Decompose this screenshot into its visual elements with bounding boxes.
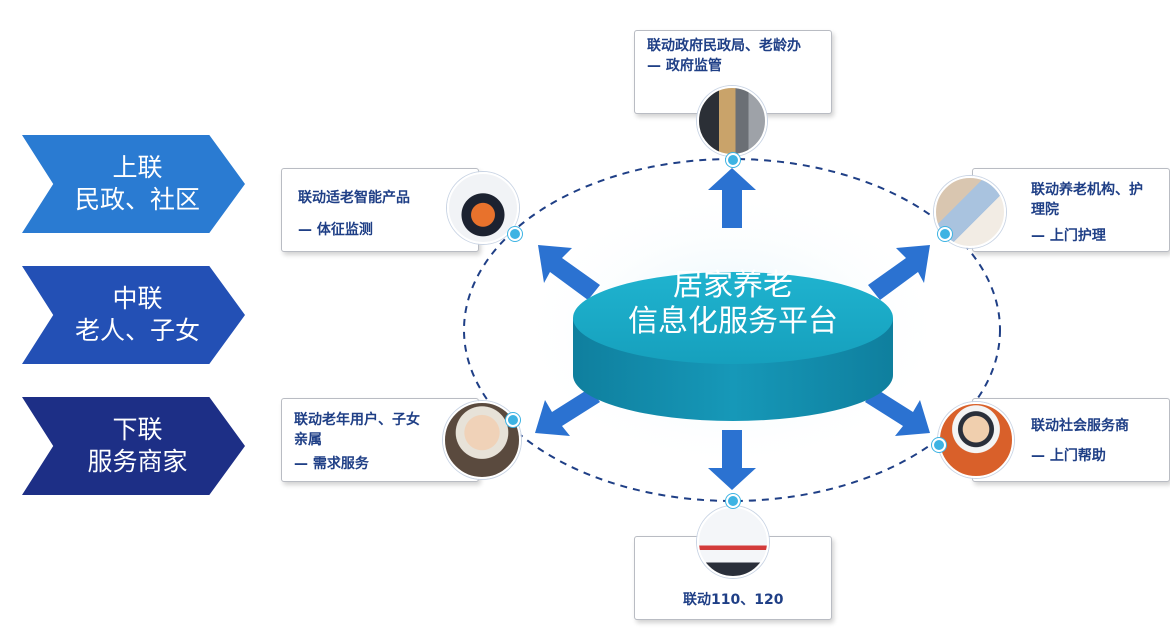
arrow-up [708,168,756,228]
card-government-line2: — 政府监管 [647,58,722,74]
card-emergency-line1: 联动110、120 [683,592,784,608]
arrow-down [708,430,756,490]
chevron-lower-line2: 服务商家 [87,447,188,476]
card-smart-products-line1: 联动适老智能产品 [298,190,410,206]
card-elderly-line2: 亲属 [294,432,322,448]
platform-title: 居家养老 信息化服务平台 [573,268,893,340]
chevron-middle-line1: 中联 [112,284,163,313]
arrow-lower-right [865,388,930,436]
chevron-upper-line1: 上联 [112,153,163,182]
card-care-institutions: 联动养老机构、护 理院 — 上门护理 [972,168,1170,252]
card-social-line2: — 上门帮助 [1031,448,1106,464]
card-care-line3: — 上门护理 [1031,228,1106,244]
connector-dot-upper-left [508,227,522,241]
connector-dot-bottom [726,494,740,508]
platform-cylinder [573,272,893,421]
card-care-line2: 理院 [1031,202,1059,218]
card-smart-products-line2: — 体征监测 [298,222,373,238]
arrow-upper-left [538,245,600,300]
ambulance-photo [697,506,769,578]
connector-dot-lower-right [932,438,946,452]
card-emergency: 联动110、120 [634,536,832,620]
chevron-middle: 中联 老人、子女 [22,266,245,364]
arrow-upper-right [868,245,930,300]
platform-title-line1: 居家养老 [673,268,793,303]
card-social-line1: 联动社会服务商 [1031,418,1129,434]
card-elderly-line1: 联动老年用户、子女 [294,412,420,428]
chevron-upper: 上联 民政、社区 [22,135,245,233]
nursing-care-photo [934,176,1006,248]
government-office-photo [697,86,767,156]
connector-dot-lower-left [506,413,520,427]
card-care-line1: 联动养老机构、护 [1031,182,1143,198]
connector-dot-top [726,153,740,167]
card-elderly-line3: — 需求服务 [294,456,369,472]
service-worker-photo [938,402,1014,478]
chevron-lower: 下联 服务商家 [22,397,245,495]
platform-title-line2: 信息化服务平台 [628,304,838,339]
smartwatch-photo [447,172,519,244]
chevron-middle-line2: 老人、子女 [74,316,200,345]
card-government-line1: 联动政府民政局、老龄办 [647,38,801,54]
connector-dot-upper-right [938,227,952,241]
chevron-lower-line1: 下联 [112,415,163,444]
arrow-lower-left [535,388,600,436]
chevron-upper-line2: 民政、社区 [74,185,200,214]
